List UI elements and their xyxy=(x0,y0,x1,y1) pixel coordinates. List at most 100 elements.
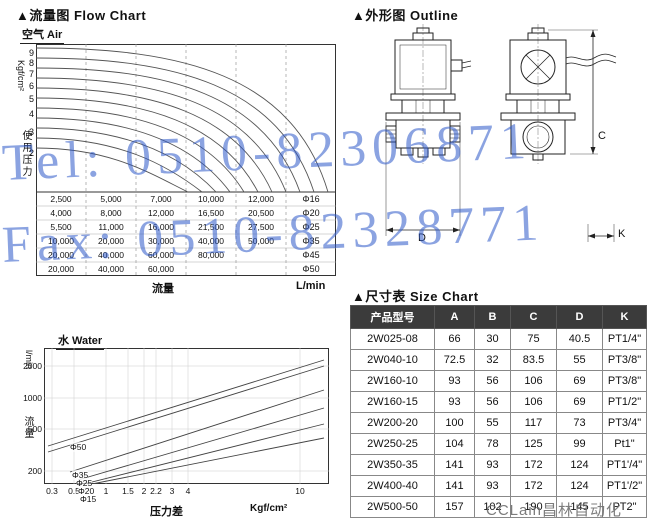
water-series-label: Φ25 xyxy=(76,478,93,488)
size-dim-cell: 124 xyxy=(556,475,603,497)
flow-value: 30,000 xyxy=(148,236,174,246)
flow-value: 40,000 xyxy=(198,236,224,246)
size-model-cell: 2W200-20 xyxy=(350,412,435,434)
water-x-tick: 0.3 xyxy=(46,486,58,496)
air-y-tick: 7 xyxy=(28,69,34,79)
size-dim-cell: 75 xyxy=(510,328,557,350)
size-dim-cell: PT1/4" xyxy=(602,328,647,350)
air-plot-svg xyxy=(36,44,336,276)
size-dim-cell: 73 xyxy=(556,412,603,434)
air-y-axis-label: 使用压力 xyxy=(20,130,31,178)
flow-value: 50,000 xyxy=(248,236,274,246)
size-dim-cell: 117 xyxy=(510,412,557,434)
flow-value: 20,000 xyxy=(48,250,74,260)
air-chart-label: 空气 Air xyxy=(20,26,65,44)
water-chart-label: 水 Water xyxy=(56,332,105,350)
size-chart-header-d: D xyxy=(556,305,603,329)
flow-value: 80,000 xyxy=(198,250,224,260)
size-dim-cell: 124 xyxy=(556,454,603,476)
size-dim-cell: PT1/2" xyxy=(602,391,647,413)
air-y-tick: 2 xyxy=(28,148,34,158)
size-dim-cell: 93 xyxy=(474,454,511,476)
water-x-tick: 3 xyxy=(169,486,175,496)
size-chart-header-model: 产品型号 xyxy=(350,305,435,329)
air-y-tick: 6 xyxy=(28,81,34,91)
size-model-cell: 2W040-10 xyxy=(350,349,435,371)
flow-size-label: Φ50 xyxy=(302,264,320,274)
water-x-tick: 4 xyxy=(185,486,191,496)
size-chart-header-c: C xyxy=(510,305,557,329)
flow-size-label: Φ20 xyxy=(302,208,320,218)
size-dim-cell: 69 xyxy=(556,391,603,413)
flow-size-label: Φ25 xyxy=(302,222,320,232)
size-chart-header-a: A xyxy=(434,305,475,329)
flow-value: 60,000 xyxy=(148,250,174,260)
flow-value: 60,000 xyxy=(148,264,174,274)
size-dim-cell: 72.5 xyxy=(434,349,475,371)
flow-value: 7,000 xyxy=(150,194,172,204)
outline-section-title: ▲外形图 Outline xyxy=(352,8,459,23)
air-y-unit-label: Kgf/cm² xyxy=(16,60,26,92)
size-dim-cell: 93 xyxy=(434,391,475,413)
size-dim-cell: Pt1" xyxy=(602,433,647,455)
size-dim-cell: 125 xyxy=(510,433,557,455)
water-y-tick: 500 xyxy=(27,424,42,434)
air-flow-curves xyxy=(36,47,329,193)
flow-value: 16,500 xyxy=(198,208,224,218)
water-y-tick: 200 xyxy=(27,466,42,476)
water-y-axis-label: 流量 xyxy=(22,416,33,440)
outline-drawings: D C K xyxy=(348,24,648,264)
size-dim-cell: 55 xyxy=(556,349,603,371)
size-dim-cell: PT3/8" xyxy=(602,349,647,371)
flow-size-label: Φ45 xyxy=(302,250,320,260)
size-dim-cell: 141 xyxy=(434,475,475,497)
water-flow-lines xyxy=(47,359,325,484)
size-dim-cell: 190 xyxy=(510,496,557,518)
flow-value: 40,000 xyxy=(98,250,124,260)
flow-value: 11,000 xyxy=(98,222,124,232)
size-model-cell: 2W350-35 xyxy=(350,454,435,476)
size-chart-section-title: ▲尺寸表 Size Chart xyxy=(352,289,479,304)
water-gridlines xyxy=(44,348,329,484)
size-dim-cell: 93 xyxy=(474,475,511,497)
flow-value: 40,000 xyxy=(98,264,124,274)
size-dim-cell: 104 xyxy=(434,433,475,455)
valve-outline-svg xyxy=(385,24,617,242)
flow-value: 5,000 xyxy=(100,194,122,204)
air-x-unit-label: L/min xyxy=(296,280,326,292)
size-model-cell: 2W500-50 xyxy=(350,496,435,518)
size-dim-cell: PT2" xyxy=(602,496,647,518)
size-dim-cell: 141 xyxy=(434,454,475,476)
water-x-tick: 1 xyxy=(103,486,109,496)
water-x-tick: 0.5 xyxy=(68,486,80,496)
flow-value: 2,500 xyxy=(50,194,72,204)
size-model-cell: 2W250-25 xyxy=(350,433,435,455)
water-x-unit-label: Kgf/cm² xyxy=(250,503,288,514)
dim-label-k: K xyxy=(618,228,626,240)
flow-value: 12,000 xyxy=(248,194,274,204)
flow-value: 5,500 xyxy=(50,222,72,232)
water-series-label: Φ20 xyxy=(78,486,95,496)
water-x-tick: 2 xyxy=(141,486,147,496)
water-x-label: 压力差 xyxy=(150,506,183,518)
size-chart-header-b: B xyxy=(474,305,511,329)
size-dim-cell: 30 xyxy=(474,328,511,350)
size-dim-cell: 56 xyxy=(474,370,511,392)
flow-value: 27,500 xyxy=(248,222,274,232)
air-y-tick: 4 xyxy=(28,109,34,119)
air-x-label: 流量 xyxy=(152,283,174,295)
size-dim-cell: 102 xyxy=(474,496,511,518)
flow-value: 16,000 xyxy=(148,222,174,232)
size-model-cell: 2W160-10 xyxy=(350,370,435,392)
water-plot-svg xyxy=(44,348,329,484)
air-y-tick: 5 xyxy=(28,94,34,104)
